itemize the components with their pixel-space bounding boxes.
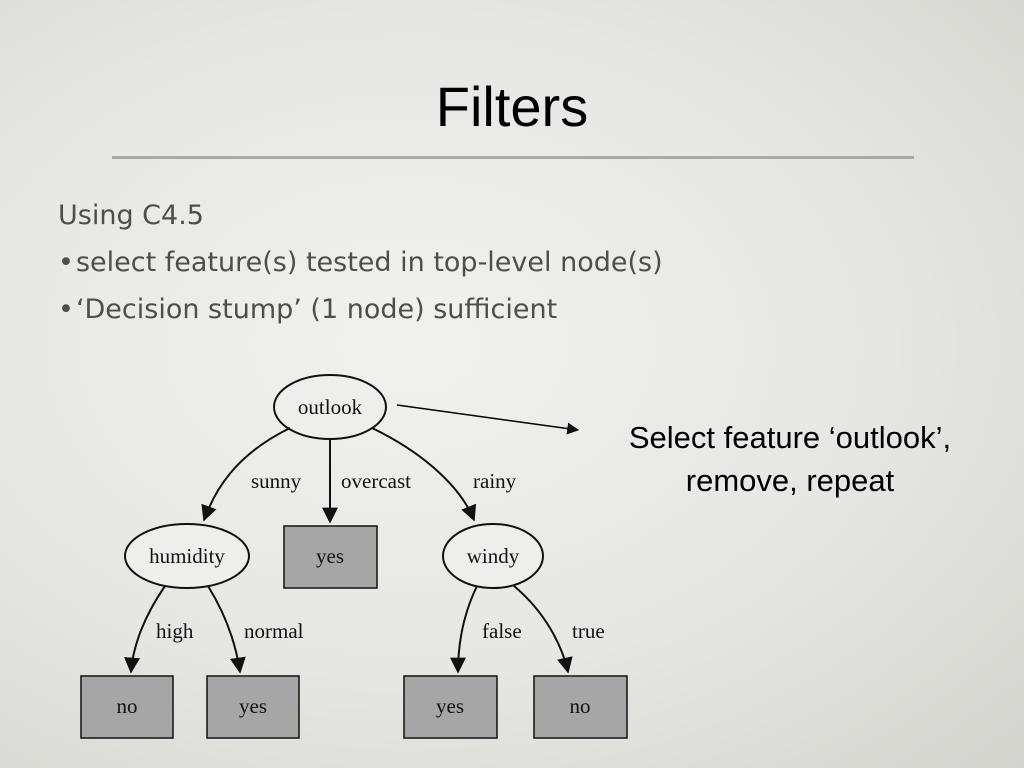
leaf-normal xyxy=(206,675,300,739)
leaf-false xyxy=(403,675,498,739)
bullet-item: •select feature(s) tested in top-level n… xyxy=(58,239,663,286)
title-divider xyxy=(112,156,914,159)
edge-label-false: false xyxy=(482,619,522,643)
edge-label-overcast: overcast xyxy=(341,469,411,493)
windy-node xyxy=(442,523,544,589)
bullet-text: ‘Decision stump’ (1 node) sufficient xyxy=(75,294,558,325)
edge-true xyxy=(513,585,573,674)
leaf-true xyxy=(533,675,628,739)
leaf-normal-label: yes xyxy=(239,694,267,718)
bullet-marker: • xyxy=(58,247,74,278)
slide-body: Using C4.5 •select feature(s) tested in … xyxy=(58,192,663,333)
humidity-node-label: humidity xyxy=(149,544,225,568)
leaf-true-label: no xyxy=(570,694,591,718)
humidity-node xyxy=(124,523,250,589)
callout-line-1: Select feature ‘outlook’, xyxy=(628,420,952,455)
edge-high xyxy=(124,585,166,674)
leaf-high-label: no xyxy=(117,694,138,718)
bullet-text: select feature(s) tested in top-level no… xyxy=(75,247,663,278)
edge-label-rainy: rainy xyxy=(473,469,517,493)
edge-label-sunny: sunny xyxy=(251,469,302,493)
edge-sunny xyxy=(201,427,291,522)
callout-line-2: remove, repeat xyxy=(685,463,895,498)
body-heading: Using C4.5 xyxy=(58,200,204,231)
edge-normal xyxy=(207,585,246,674)
edge-label-normal: normal xyxy=(244,619,304,643)
slide-title: Filters xyxy=(435,75,589,138)
bullet-item: •‘Decision stump’ (1 node) sufficient xyxy=(58,286,663,333)
leaf-overcast-label: yes xyxy=(316,544,344,568)
windy-node-label: windy xyxy=(467,544,520,568)
edge-rainy xyxy=(371,427,477,522)
leaf-overcast xyxy=(283,525,378,589)
callout-text: Select feature ‘outlook’, remove, repeat xyxy=(570,416,1010,502)
leaf-high xyxy=(80,675,174,739)
bullet-marker: • xyxy=(58,294,74,325)
leaf-false-label: yes xyxy=(436,694,464,718)
root-node-label: outlook xyxy=(298,395,363,419)
edge-label-high: high xyxy=(156,619,194,643)
edge-label-true: true xyxy=(572,619,605,643)
callout-arrow xyxy=(396,404,580,435)
edge-false xyxy=(450,585,478,674)
